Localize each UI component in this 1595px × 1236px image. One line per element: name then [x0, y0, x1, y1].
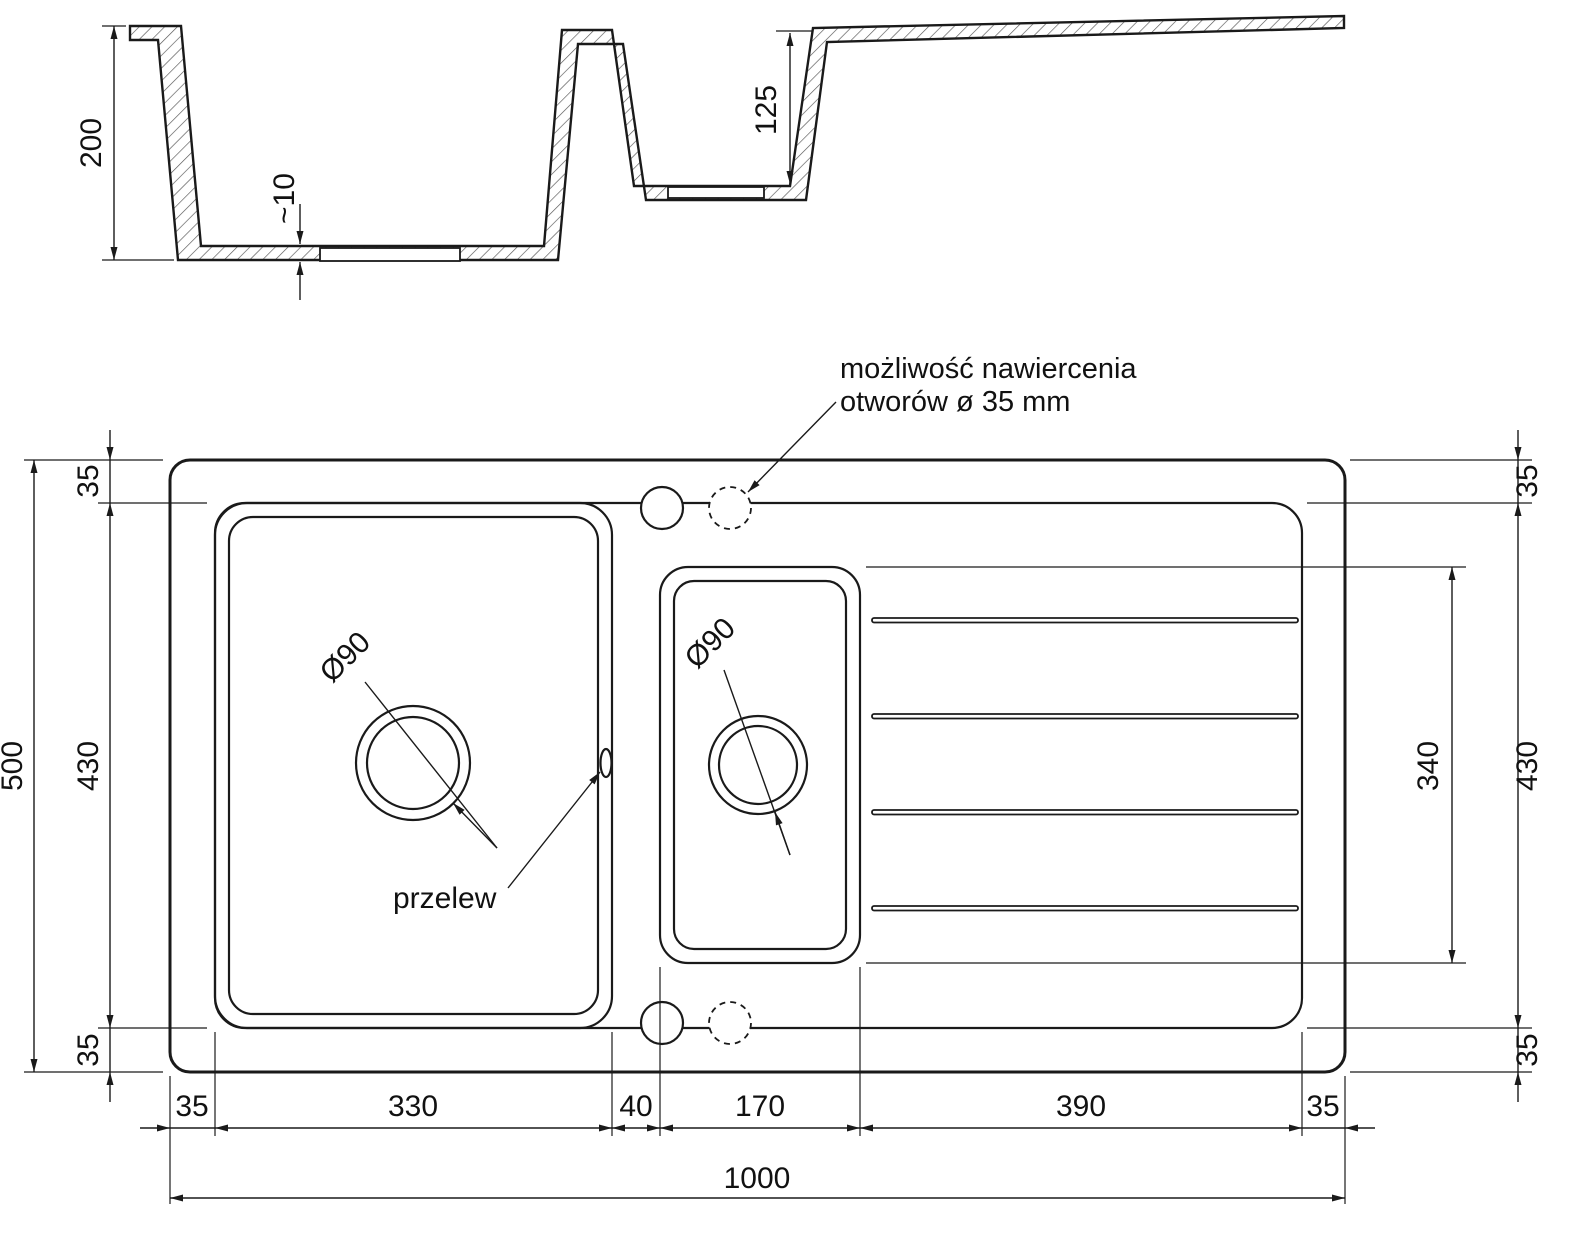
- dim-section-height: 200: [75, 25, 174, 261]
- overflow-slot: [599, 747, 613, 779]
- small-basin-inner: [672, 579, 848, 951]
- dim-label: 200: [75, 118, 108, 168]
- faucet-hole-bottom-optional: [708, 1001, 752, 1045]
- dim-bottom-margin-left: 35: [140, 1090, 215, 1132]
- groove-line: [871, 809, 1299, 816]
- drill-note: możliwość nawiercenia otworów ø 35 mm: [747, 353, 1137, 493]
- dim-right-margin-top: 35: [1511, 430, 1544, 503]
- section-view: 200 ~10 125: [75, 14, 1346, 300]
- dim-label: 125: [750, 85, 783, 135]
- main-drain-diameter-label: Ø90: [314, 626, 377, 689]
- dim-bottom-margin-right: 35: [1302, 1090, 1375, 1132]
- dim-label: 35: [72, 1033, 105, 1066]
- dim-left-margin-top: 35: [72, 430, 114, 503]
- groove-line: [871, 905, 1299, 912]
- faucet-hole-top: [639, 485, 685, 531]
- dim-label: ~10: [268, 173, 301, 224]
- dim-label: 340: [1412, 741, 1445, 791]
- dim-drainboard-width: 390: [860, 1090, 1302, 1132]
- overflow-callout: przelew: [393, 771, 601, 915]
- section-small-drain-recess: [667, 186, 765, 199]
- groove-line: [871, 617, 1299, 624]
- main-basin-inner: [227, 515, 600, 1016]
- overflow-label: przelew: [393, 882, 497, 915]
- small-drain-inner-circle: [717, 724, 799, 806]
- dim-total-width: 1000: [170, 1162, 1345, 1202]
- dim-label: 430: [1511, 741, 1544, 791]
- overflow-leader: [507, 771, 601, 889]
- faucet-holes: [639, 485, 752, 1046]
- section-profile: [128, 14, 1346, 262]
- callout-arrow: [452, 802, 498, 849]
- plan-view: możliwość nawiercenia otworów ø 35 mm Ø9…: [168, 353, 1347, 1074]
- dim-small-basin-width: 170: [660, 1090, 860, 1132]
- drill-note-line2: otworów ø 35 mm: [840, 386, 1070, 418]
- dim-label: 40: [619, 1090, 652, 1123]
- groove-line: [871, 713, 1299, 720]
- sink-outer-edge: [168, 458, 1347, 1074]
- main-drain-inner-circle: [365, 715, 461, 811]
- dim-label: 1000: [724, 1162, 791, 1195]
- dim-label: 35: [72, 464, 105, 497]
- faucet-hole-top-optional: [708, 486, 752, 530]
- dim-right-margin-bottom: 35: [1511, 1028, 1544, 1102]
- dim-right-working-height: 430: [1511, 503, 1544, 1028]
- dim-label: 35: [1511, 464, 1544, 497]
- dim-section-bottom-thickness: ~10: [268, 173, 304, 300]
- drill-note-line1: możliwość nawiercenia: [840, 353, 1137, 385]
- dim-label: 35: [1306, 1090, 1339, 1123]
- faucet-hole-bottom: [639, 1000, 685, 1046]
- drill-note-leader: [747, 401, 837, 493]
- main-drain: [354, 704, 472, 822]
- dim-label: 390: [1056, 1090, 1106, 1123]
- dim-label: 330: [388, 1090, 438, 1123]
- dim-divider-width: 40: [612, 1090, 660, 1132]
- dim-label: 430: [72, 741, 105, 791]
- plan-dimensions: 500 35 430 35 35: [0, 430, 1544, 1204]
- callout-arrow: [774, 811, 791, 856]
- small-drain-diameter-label: Ø90: [679, 612, 742, 675]
- dim-label: 500: [0, 741, 29, 791]
- dim-left-margin-bottom: 35: [72, 1028, 114, 1102]
- dim-total-height: 500: [0, 460, 38, 1072]
- dim-section-small-basin-depth: 125: [750, 30, 812, 184]
- dim-left-basin-height: 430: [72, 503, 114, 1028]
- callout-leader: [364, 681, 498, 849]
- dim-label: 170: [735, 1090, 785, 1123]
- main-drain-outer-circle: [354, 704, 472, 822]
- dim-main-basin-width: 330: [215, 1090, 612, 1132]
- small-basin-outer: [658, 565, 862, 965]
- dim-label: 35: [175, 1090, 208, 1123]
- dim-small-basin-height: 340: [1412, 567, 1456, 963]
- dim-label: 35: [1511, 1033, 1544, 1066]
- section-main-drain-recess: [319, 247, 461, 262]
- drainboard-grooves: [871, 617, 1299, 912]
